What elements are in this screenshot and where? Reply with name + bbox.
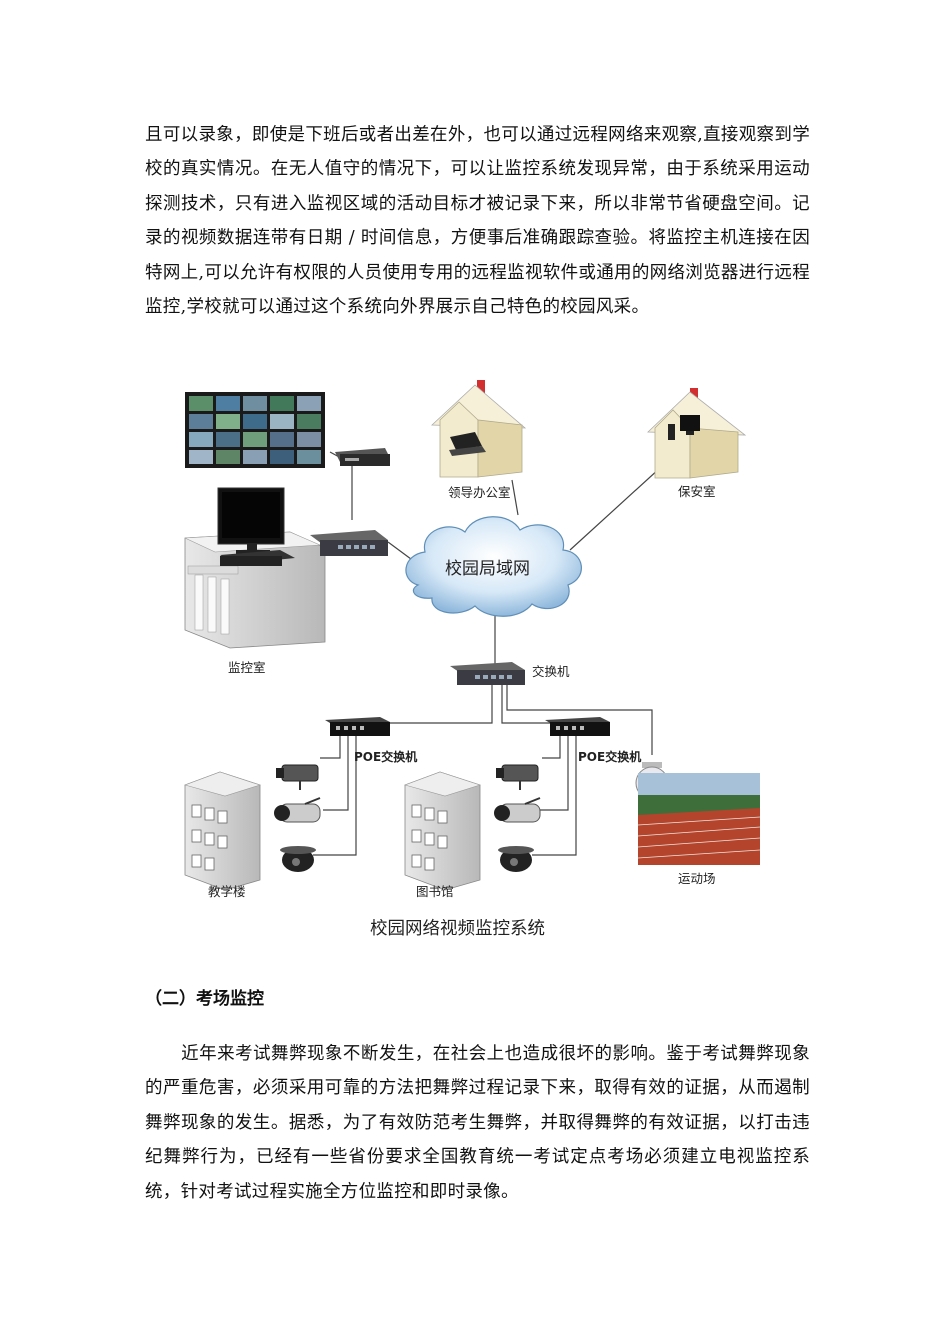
diagram-caption: 校园网络视频监控系统 <box>370 919 545 939</box>
bullet-camera-icon <box>494 797 541 823</box>
monitor-computer-icon <box>217 487 295 566</box>
monitor-room-label: 监控室 <box>228 660 266 675</box>
main-switch-icon <box>450 662 525 685</box>
exam-paragraph: 近年来考试舞弊现象不断发生，在社会上也造成很坏的影响。鉴于考试舞弊现象的严重危害… <box>145 1037 810 1209</box>
poe-switch-right-label: POE交换机 <box>578 749 641 764</box>
dome-camera-icon <box>498 846 534 872</box>
campus-lan-cloud-icon <box>405 516 582 617</box>
playground-label: 运动场 <box>678 871 716 886</box>
connection-lines <box>313 451 661 856</box>
poe-switch-left-icon <box>325 717 390 736</box>
poe-switch-left-label: POE交换机 <box>354 749 417 764</box>
box-camera-icon <box>276 764 319 790</box>
playground-photo <box>637 773 761 865</box>
security-room-house-icon <box>647 388 747 479</box>
intro-paragraph: 且可以录象，即使是下班后或者出差在外，也可以通过远程网络来观察,直接观察到学校的… <box>145 125 810 318</box>
box-camera-icon <box>496 764 539 790</box>
teaching-building-label: 教学楼 <box>208 884 246 899</box>
poe-switch-right-icon <box>545 717 610 736</box>
library-building-icon <box>404 771 481 891</box>
section-heading: （二）考场监控 <box>145 989 264 1009</box>
router-icon <box>310 530 388 556</box>
leader-office-house-icon <box>431 380 527 478</box>
video-wall-icon <box>185 392 325 468</box>
bullet-camera-icon <box>274 797 321 823</box>
exam-paragraph-text: 近年来考试舞弊现象不断发生，在社会上也造成很坏的影响。鉴于考试舞弊现象的严重危害… <box>145 1044 810 1202</box>
campus-lan-label: 校园局域网 <box>445 559 530 579</box>
switch-label: 交换机 <box>532 664 570 679</box>
teaching-building-icon <box>184 771 261 891</box>
security-room-label: 保安室 <box>678 484 716 499</box>
library-label: 图书馆 <box>416 884 454 899</box>
leader-office-label: 领导办公室 <box>448 485 511 500</box>
decoder-box-icon <box>335 448 390 466</box>
network-diagram: 监控室 领导办公室 保安室 校园局域网 交换机 <box>184 380 761 939</box>
dome-camera-icon <box>280 846 316 872</box>
